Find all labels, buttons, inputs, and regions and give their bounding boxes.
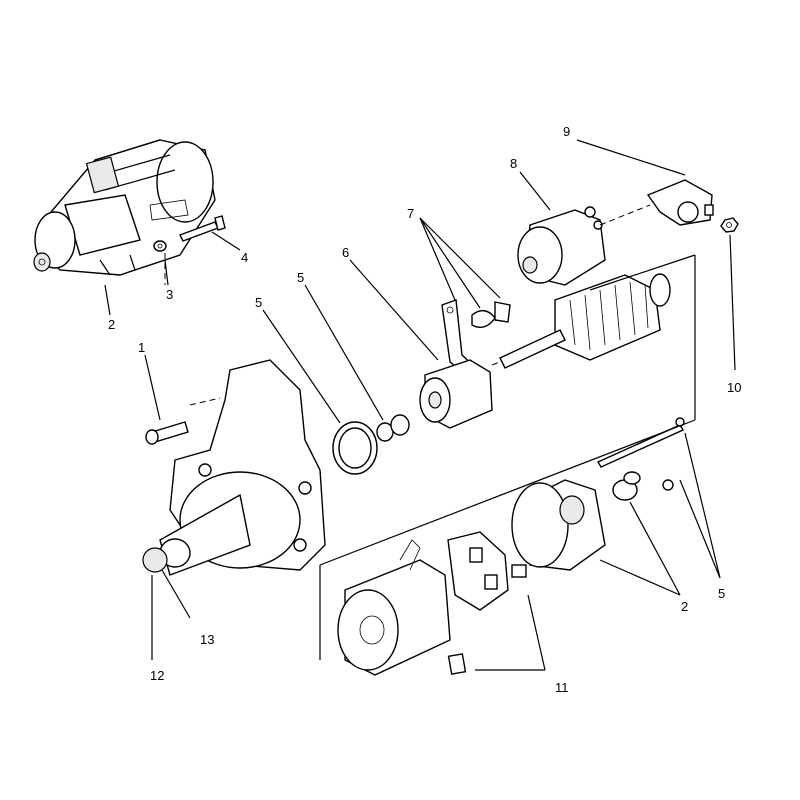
drive-end-housing xyxy=(142,359,326,576)
callout-9: 9 xyxy=(563,124,570,139)
drive-pinion xyxy=(419,359,493,429)
callout-5-left: 5 xyxy=(255,295,262,310)
nut-10 xyxy=(720,217,739,233)
callout-2-right: 2 xyxy=(681,599,688,614)
through-bolt-4 xyxy=(179,215,226,242)
assembled-starter-motor xyxy=(33,139,216,276)
terminal-cover-9 xyxy=(646,179,714,226)
armature xyxy=(499,273,671,369)
callout-3: 3 xyxy=(166,287,173,302)
snap-ring-5 xyxy=(332,421,378,475)
leader-lines xyxy=(104,139,736,671)
solenoid-8 xyxy=(517,206,606,286)
callout-5-mid: 5 xyxy=(297,270,304,285)
callout-12: 12 xyxy=(150,668,164,683)
bolt-1 xyxy=(145,421,189,445)
stop-collar-5 xyxy=(376,414,410,442)
brush-11 xyxy=(447,653,467,675)
callout-5-right: 5 xyxy=(718,586,725,601)
callout-6: 6 xyxy=(342,245,349,260)
callout-11: 11 xyxy=(555,680,569,695)
callout-4: 4 xyxy=(241,250,248,265)
yoke-field-frame xyxy=(337,539,451,676)
retainer-halves-7 xyxy=(471,301,511,328)
callout-2-top: 2 xyxy=(108,317,115,332)
callout-1: 1 xyxy=(138,340,145,355)
commutator-end-frame xyxy=(511,479,606,571)
bushing xyxy=(612,471,641,501)
washer-3 xyxy=(153,240,167,252)
through-bolt xyxy=(596,417,685,468)
callout-13: 13 xyxy=(200,632,214,647)
assembly-axis-lines xyxy=(164,204,696,660)
callout-labels: 1 2 3 4 5 5 6 7 8 9 10 5 2 11 13 12 xyxy=(108,124,741,695)
callout-10: 10 xyxy=(727,380,741,395)
callout-7: 7 xyxy=(407,206,414,221)
callout-8: 8 xyxy=(510,156,517,171)
screw-5 xyxy=(662,479,674,491)
brush-holder xyxy=(447,531,527,611)
